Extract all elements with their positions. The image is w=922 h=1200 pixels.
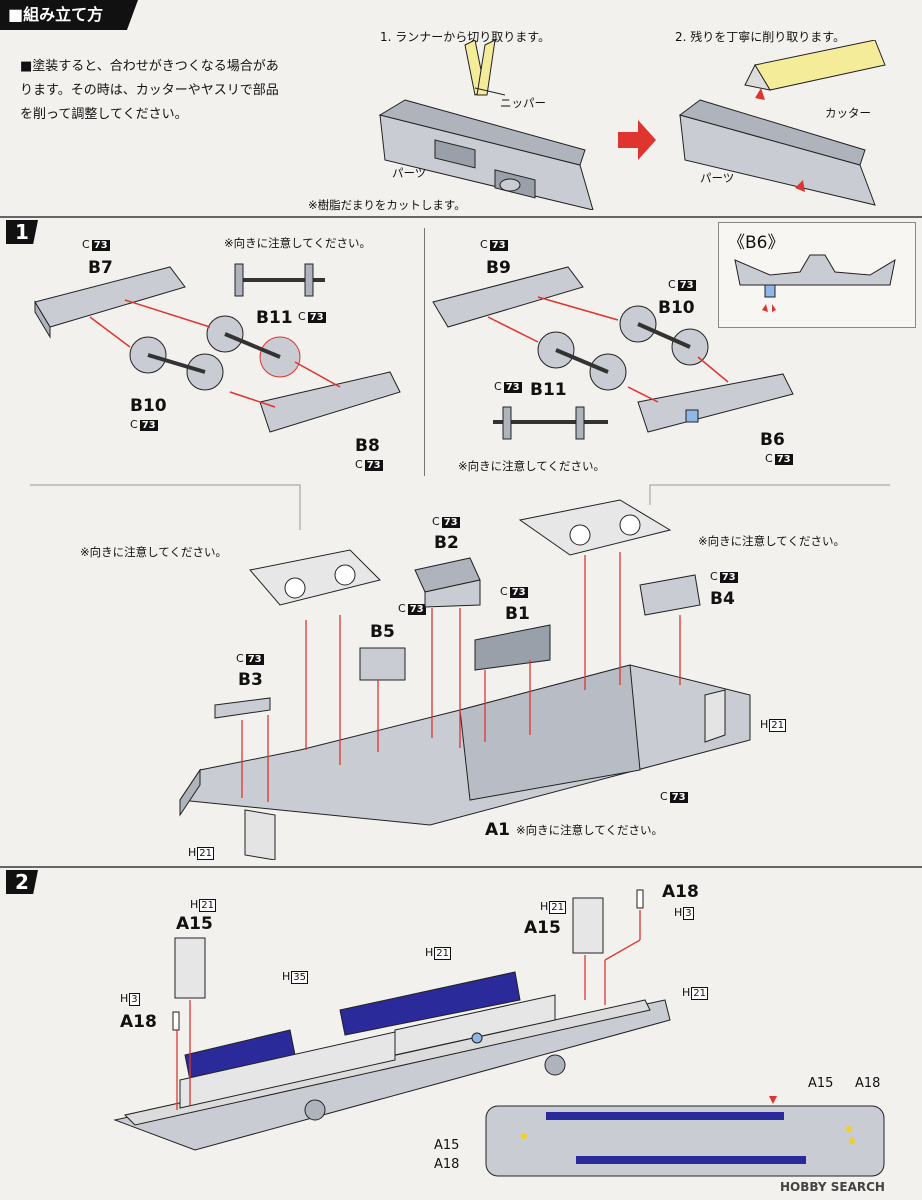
bogie-assembly-right bbox=[432, 266, 794, 440]
label-b6: B6 bbox=[760, 430, 785, 450]
label-a15-right: A15 bbox=[524, 918, 561, 938]
label-a18-left: A18 bbox=[120, 1012, 157, 1032]
b6-detail-drawing bbox=[734, 254, 896, 312]
label-b8: B8 bbox=[355, 436, 380, 456]
step-trim-label: 2. 残りを丁寧に削り取ります。 bbox=[675, 30, 846, 44]
runner-cut-illustration bbox=[378, 40, 594, 210]
label-b4: B4 bbox=[710, 589, 735, 609]
step-1-number: 1 bbox=[6, 220, 38, 244]
caution-4: ※向きに注意してください。 bbox=[698, 534, 845, 548]
chassis-assembly-step2 bbox=[113, 889, 671, 1151]
divider-2 bbox=[0, 866, 922, 868]
caution-3: ※向きに注意してください。 bbox=[80, 545, 227, 559]
section-title: ■組み立て方 bbox=[0, 0, 138, 30]
watermark: HOBBY SEARCH bbox=[780, 1180, 885, 1194]
caution-1: ※向きに注意してください。 bbox=[224, 236, 371, 250]
chassis-assembly-step1 bbox=[30, 484, 890, 860]
label-a15-plan-left: A15 bbox=[434, 1138, 460, 1153]
caution-5: ※向きに注意してください。 bbox=[516, 823, 663, 837]
label-a1: A1 bbox=[485, 820, 510, 840]
step-cut-label: 1. ランナーから切り取ります。 bbox=[380, 30, 551, 44]
separator-1 bbox=[424, 228, 425, 476]
label-b7: B7 bbox=[88, 258, 113, 278]
label-b10-left: B10 bbox=[130, 396, 167, 416]
label-b9: B9 bbox=[486, 258, 511, 278]
bogie-left bbox=[249, 549, 381, 606]
cutter-label: カッター bbox=[825, 106, 871, 120]
label-a18-plan-left: A18 bbox=[434, 1157, 460, 1172]
label-b11-left: B11 bbox=[256, 308, 293, 328]
label-b11-right: B11 bbox=[530, 380, 567, 400]
resin-note: ※樹脂だまりをカットします。 bbox=[308, 198, 466, 212]
intro-line-1: ■塗装すると、合わせがきつくなる場合があ bbox=[20, 59, 279, 74]
nipper-label: ニッパー bbox=[500, 96, 546, 110]
label-a18-plan-top: A18 bbox=[855, 1076, 881, 1091]
label-a18-right: A18 bbox=[662, 882, 699, 902]
label-b5: B5 bbox=[370, 622, 395, 642]
part-label-2: パーツ bbox=[700, 171, 735, 185]
arrow-icon bbox=[618, 120, 656, 160]
step-2-number: 2 bbox=[6, 870, 38, 894]
intro-note: ■塗装すると、合わせがきつくなる場合があ ります。その時は、カッターやヤスリで部… bbox=[20, 55, 320, 127]
label-b1: B1 bbox=[505, 604, 530, 624]
plan-view-drawing bbox=[485, 1096, 885, 1177]
intro-line-3: を削って調整してください。 bbox=[20, 107, 188, 122]
part-label-1: パーツ bbox=[392, 166, 427, 180]
caution-2: ※向きに注意してください。 bbox=[458, 459, 605, 473]
bogie-assembly-left bbox=[34, 263, 401, 433]
bogie-right bbox=[518, 499, 672, 556]
cutter-trim-illustration bbox=[678, 40, 886, 206]
label-b3: B3 bbox=[238, 670, 263, 690]
intro-line-2: ります。その時は、カッターやヤスリで部品 bbox=[20, 83, 279, 98]
label-a15-left: A15 bbox=[176, 914, 213, 934]
label-b2: B2 bbox=[434, 533, 459, 553]
label-b10-right: B10 bbox=[658, 298, 695, 318]
divider-1 bbox=[0, 216, 922, 218]
label-a15-plan-top: A15 bbox=[808, 1076, 834, 1091]
b6-detail-title: 《B6》 bbox=[728, 233, 785, 253]
